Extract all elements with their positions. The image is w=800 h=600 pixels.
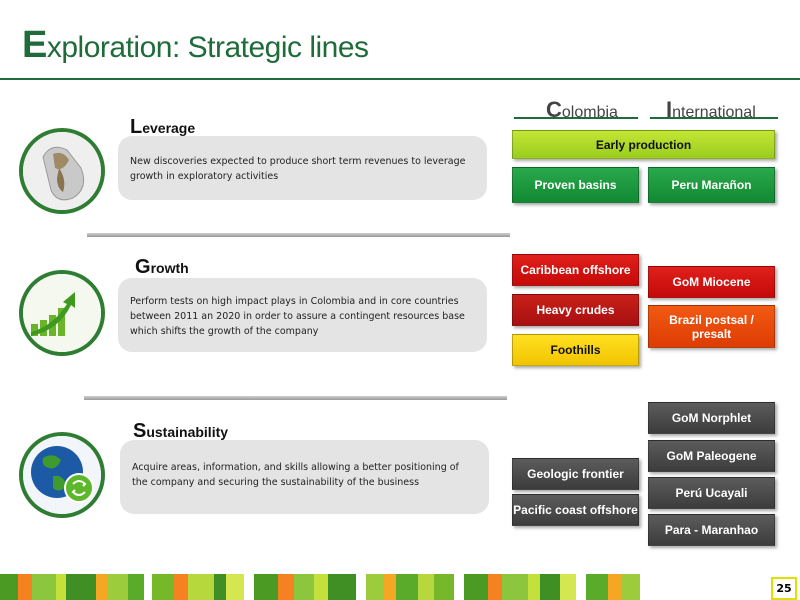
page-number: 25: [771, 577, 797, 600]
title-divider: [0, 78, 800, 80]
colombia-text: olombia: [561, 104, 618, 121]
section-divider: [87, 233, 510, 237]
leverage-initial: L: [130, 116, 143, 138]
geologic-frontier-box: Geologic frontier: [512, 458, 639, 490]
growth-card: [118, 278, 487, 352]
peru-ucayali-box: Perú Ucayali: [648, 477, 775, 509]
gom-norphlet-box: GoM Norphlet: [648, 402, 775, 434]
international-initial: I: [666, 97, 673, 122]
sustainability-card: [120, 440, 489, 514]
heavy-crudes-box: Heavy crudes: [512, 294, 639, 326]
international-header: International: [666, 97, 756, 123]
international-rule: [650, 117, 778, 119]
page-title: Exploration: Strategic lines: [22, 24, 369, 67]
growth-heading-text: rowth: [150, 260, 189, 276]
leverage-card: [118, 136, 487, 200]
sustainability-text: Acquire areas, information, and skills a…: [132, 462, 459, 488]
leverage-heading: Leverage: [130, 116, 195, 139]
title-initial: E: [22, 24, 47, 66]
footer-stripe: [0, 574, 760, 600]
proven-basins-box: Proven basins: [512, 167, 639, 203]
sustainability-heading: Sustainability: [133, 420, 228, 443]
growth-chart-icon: [19, 270, 105, 356]
peru-maranon-box: Peru Marañon: [648, 167, 775, 203]
oil-drop-icon: [19, 128, 105, 214]
colombia-header: Colombia: [546, 97, 618, 123]
section-divider: [84, 396, 507, 400]
growth-initial: G: [135, 256, 151, 278]
colombia-initial: C: [546, 97, 562, 122]
brazil-postsal-box: Brazil postsal / presalt: [648, 305, 775, 348]
leverage-text: New discoveries expected to produce shor…: [130, 156, 466, 182]
gom-paleogene-box: GoM Paleogene: [648, 440, 775, 472]
gom-miocene-box: GoM Miocene: [648, 266, 775, 298]
sustainability-initial: S: [133, 420, 147, 442]
title-text: xploration: Strategic lines: [46, 31, 369, 64]
growth-text: Perform tests on high impact plays in Co…: [130, 296, 465, 337]
colombia-rule: [514, 117, 638, 119]
early-production-box: Early production: [512, 130, 775, 159]
caribbean-offshore-box: Caribbean offshore: [512, 254, 639, 286]
pacific-coast-box: Pacific coast offshore: [512, 494, 639, 526]
international-text: nternational: [672, 104, 756, 121]
globe-recycle-icon: [19, 432, 105, 518]
sustainability-heading-text: ustainability: [146, 424, 229, 440]
leverage-heading-text: everage: [142, 120, 196, 136]
para-maranhao-box: Para - Maranhao: [648, 514, 775, 546]
growth-heading: Growth: [135, 256, 189, 279]
foothills-box: Foothills: [512, 334, 639, 366]
